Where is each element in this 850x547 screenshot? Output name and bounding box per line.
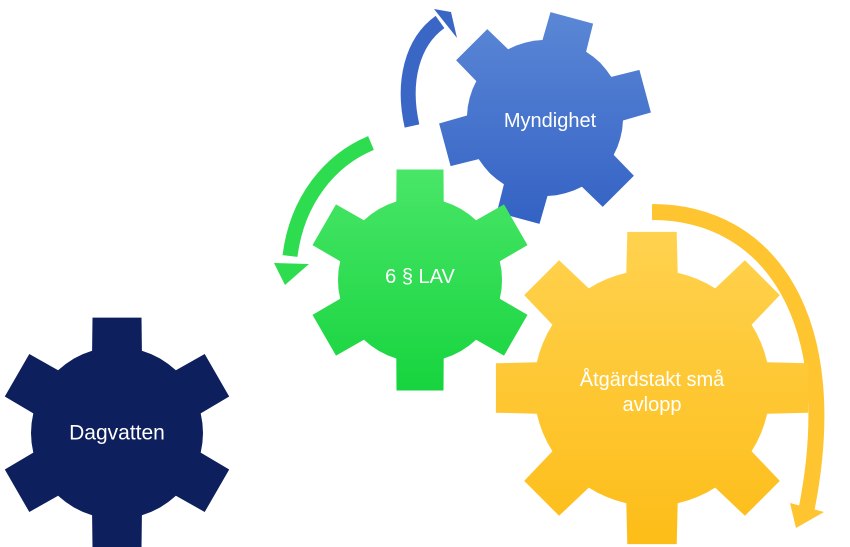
gear-dagvatten: [4, 317, 230, 547]
gear-label-myndighet: Myndighet: [503, 110, 597, 132]
gear-label-atgard: Åtgärdstakt små avlopp: [579, 369, 725, 416]
arrow-head-blue-icon: [434, 9, 457, 38]
gear-lav: [312, 169, 528, 391]
arrow-head-yellow-icon: [790, 503, 824, 528]
gear-label-dagvatten: Dagvatten: [69, 421, 165, 445]
curved-arrow-green: [282, 136, 375, 258]
gear-label-lav: 6 § LAV: [385, 266, 455, 288]
arrow-head-green-icon: [274, 263, 309, 285]
curved-arrow-yellow: [651, 204, 825, 514]
curved-arrow-blue: [400, 15, 445, 128]
gear-atgard: [495, 231, 809, 545]
gear-myndighet: [439, 12, 651, 224]
